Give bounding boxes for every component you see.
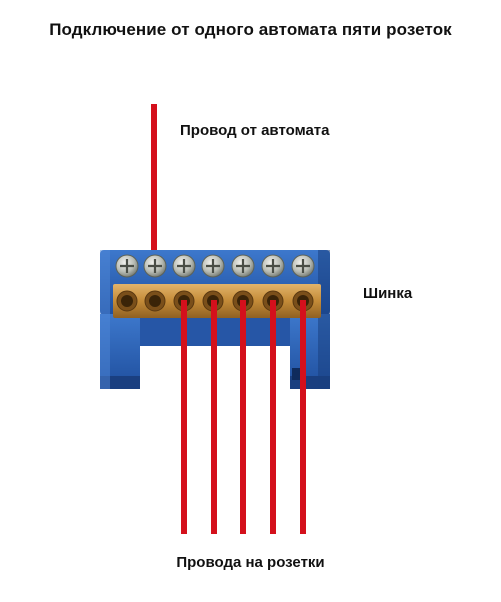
output-wire [300,300,306,534]
output-wire [181,300,187,534]
terminal-screw [143,254,167,278]
terminal-hole [144,290,166,312]
output-wires [181,300,306,534]
busbar-label: Шинка [363,285,413,302]
terminal-screw [231,254,255,278]
input-wire-label: Провод от автомата [180,122,330,139]
terminal-screw [201,254,225,278]
terminal-screw [261,254,285,278]
input-wire [151,104,157,256]
output-wire [240,300,246,534]
output-wire [270,300,276,534]
page-title: Подключение от одного автомата пяти розе… [49,20,452,39]
terminal-screw [291,254,315,278]
output-wires-label: Провода на розетки [176,554,325,571]
terminal-screws [115,254,315,278]
output-wire [211,300,217,534]
terminal-screw [115,254,139,278]
terminal-hole [116,290,138,312]
terminal-screw [172,254,196,278]
